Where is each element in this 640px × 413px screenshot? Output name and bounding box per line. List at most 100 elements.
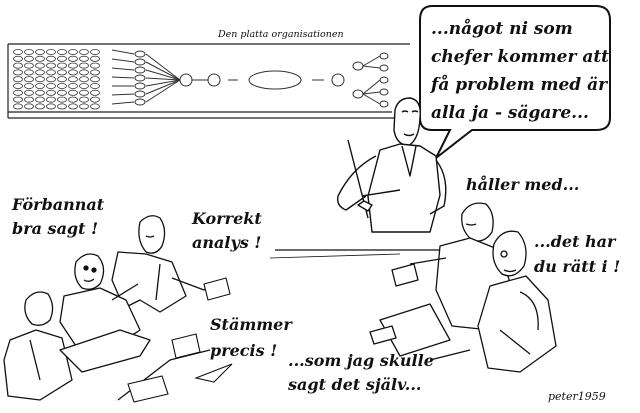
org-node-oval xyxy=(134,58,146,66)
employee-oval xyxy=(68,89,78,96)
employee-oval xyxy=(13,89,23,96)
employee-oval xyxy=(90,96,100,103)
board-title: Den platta organisationen xyxy=(217,29,344,40)
remark-stammer-line-2: precis ! xyxy=(210,341,277,360)
employee-oval xyxy=(57,49,67,56)
speech-bubble-text: ...något ni som chefer kommer att få pro… xyxy=(430,18,609,123)
employee-oval xyxy=(68,96,78,103)
employee-oval xyxy=(46,83,56,90)
employee-oval xyxy=(35,83,45,90)
employee-oval xyxy=(13,103,23,110)
bubble-line-4: alla ja - sägare... xyxy=(431,103,589,123)
artist-signature: peter1959 xyxy=(548,390,606,403)
employee-oval xyxy=(24,76,34,83)
org-link-line xyxy=(111,58,135,63)
table-edge-line xyxy=(269,253,401,259)
org-chart-nodes xyxy=(111,49,389,108)
employee-oval xyxy=(35,103,45,110)
org-node-oval xyxy=(379,52,389,60)
org-link-line xyxy=(362,65,381,69)
employee-oval xyxy=(68,55,78,62)
employee-oval xyxy=(13,83,23,90)
org-link-line xyxy=(145,79,181,87)
employee-oval xyxy=(90,62,100,69)
org-link-line xyxy=(111,67,135,71)
org-node-oval xyxy=(134,50,146,58)
org-link-line xyxy=(145,77,181,81)
org-node-oval xyxy=(134,66,146,74)
org-link-line xyxy=(362,79,381,95)
employee-oval xyxy=(24,96,34,103)
speech-bubble xyxy=(419,5,611,159)
employee-oval xyxy=(57,103,67,110)
employee-oval xyxy=(24,89,34,96)
employee-oval xyxy=(35,76,45,83)
employee-oval xyxy=(79,69,89,76)
org-node-oval xyxy=(134,90,146,98)
remark-som-jag-line-2: sagt det själv... xyxy=(287,375,422,394)
employee-oval xyxy=(35,96,45,103)
org-link-line xyxy=(145,79,181,103)
employee-oval xyxy=(46,89,56,96)
employee-oval xyxy=(35,62,45,69)
employee-oval xyxy=(46,55,56,62)
remark-haller-line-1: håller med... xyxy=(466,174,579,194)
employee-oval xyxy=(46,96,56,103)
employee-oval xyxy=(57,62,67,69)
employee-oval xyxy=(13,69,23,76)
employee-oval xyxy=(24,83,34,90)
org-node-oval xyxy=(379,88,389,96)
employee-oval xyxy=(68,83,78,90)
org-node-oval xyxy=(379,100,389,108)
org-node-oval xyxy=(379,76,389,84)
remark-som-jag: ...som jag skulle sagt det själv... xyxy=(287,351,434,394)
remark-stammer-line-1: Stämmer xyxy=(210,315,293,334)
org-link-line xyxy=(145,53,181,81)
remark-forbannat: Förbannat bra sagt ! xyxy=(11,195,105,238)
left-table-papers xyxy=(127,277,233,403)
employee-oval xyxy=(57,89,67,96)
remark-korrekt: Korrekt analys ! xyxy=(191,209,262,252)
remark-ratt: ...det har du rätt i ! xyxy=(534,232,620,276)
employee-ovals-grid xyxy=(13,49,100,110)
bubble-line-3: få problem med är xyxy=(430,74,608,95)
employee-oval xyxy=(57,83,67,90)
employee-oval xyxy=(79,103,89,110)
remark-som-jag-line-1: ...som jag skulle xyxy=(288,351,434,370)
org-link-line xyxy=(111,49,135,55)
employee-oval xyxy=(46,49,56,56)
right-listeners xyxy=(369,202,557,373)
employee-oval xyxy=(13,76,23,83)
employee-oval xyxy=(46,76,56,83)
employee-oval xyxy=(79,55,89,62)
employee-oval xyxy=(57,55,67,62)
employee-oval xyxy=(57,96,67,103)
employee-oval xyxy=(68,49,78,56)
employee-oval xyxy=(24,103,34,110)
employee-oval xyxy=(13,55,23,62)
employee-oval xyxy=(46,103,56,110)
employee-oval xyxy=(68,62,78,69)
org-link-line xyxy=(362,55,381,67)
employee-oval xyxy=(13,62,23,69)
employee-oval xyxy=(79,89,89,96)
employee-oval xyxy=(79,76,89,83)
employee-oval xyxy=(57,69,67,76)
employee-oval xyxy=(35,49,45,56)
employee-oval xyxy=(90,76,100,83)
employee-oval xyxy=(79,62,89,69)
remark-korrekt-line-2: analys ! xyxy=(192,233,261,252)
org-node-oval xyxy=(134,82,146,90)
employee-oval xyxy=(68,69,78,76)
remark-korrekt-line-1: Korrekt xyxy=(191,209,262,228)
employee-oval xyxy=(90,83,100,90)
employee-oval xyxy=(24,69,34,76)
employee-oval xyxy=(46,62,56,69)
employee-oval xyxy=(24,62,34,69)
employee-oval xyxy=(90,55,100,62)
employee-oval xyxy=(79,49,89,56)
presenter-figure xyxy=(336,97,447,233)
remark-forbannat-line-1: Förbannat xyxy=(11,195,105,214)
org-link-line xyxy=(111,93,135,96)
